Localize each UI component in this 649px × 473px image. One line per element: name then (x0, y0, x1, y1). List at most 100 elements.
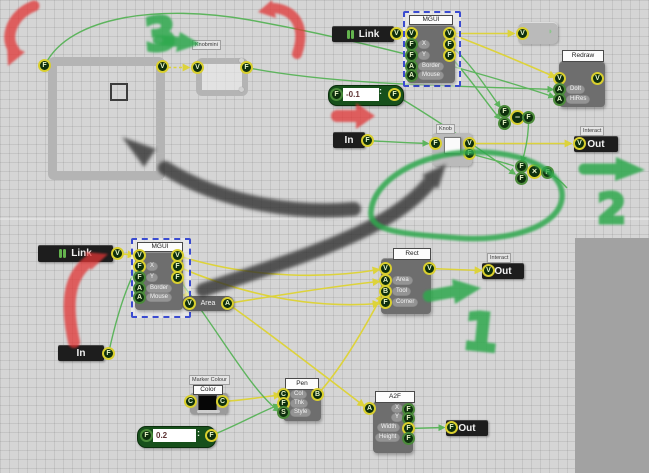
pin-a-out[interactable]: A (221, 297, 234, 310)
redraw-title[interactable]: Redraw (562, 50, 604, 62)
pin-v-in[interactable]: V (482, 264, 495, 277)
pin-f[interactable]: F (38, 59, 51, 72)
pin-f-in[interactable]: F (445, 421, 458, 434)
black-arrow-bottom-head (422, 164, 446, 189)
pin-label-col: Col (290, 390, 308, 399)
in-node[interactable]: In (58, 345, 104, 361)
pin-v-out[interactable]: V (591, 72, 604, 85)
pin-v-out[interactable]: V (111, 247, 124, 260)
pin-label-x: X (391, 404, 404, 413)
pin-label-height: Height (375, 433, 401, 442)
black-arrow-top (158, 161, 361, 218)
color-slider[interactable] (197, 410, 220, 413)
spinner-control[interactable]: : (197, 428, 200, 438)
pin-a-hires[interactable]: A (553, 93, 566, 106)
pin-label-style: Style (290, 408, 312, 417)
wire[interactable] (227, 278, 381, 305)
pin-f-out[interactable]: F (361, 134, 374, 147)
pin-f-in[interactable]: F (429, 137, 442, 150)
multiply-node[interactable]: × (527, 164, 542, 179)
pin-label-x: X (418, 40, 431, 49)
pin-label-thk: Thk (290, 399, 309, 408)
link-icon (346, 29, 355, 39)
color-swatch[interactable] (198, 395, 217, 411)
pin-label-x: X (146, 262, 159, 271)
pin-f-in[interactable]: F (140, 429, 153, 442)
red-arrow-top-left-head (7, 44, 25, 66)
link-node[interactable]: Link (38, 245, 113, 262)
wire[interactable] (520, 117, 530, 164)
wire[interactable] (429, 266, 483, 275)
in-node[interactable]: In (333, 132, 365, 148)
pin-f-out[interactable]: F (443, 49, 456, 62)
rect-title[interactable]: Rect (393, 248, 431, 260)
knob-label: Knob (436, 124, 455, 134)
interact-label: Interact (580, 126, 605, 136)
pin-s-style[interactable]: S (277, 406, 290, 419)
pin-label-width: Width (377, 423, 401, 432)
wire[interactable] (177, 254, 381, 277)
annotation-number-2: 2 (597, 184, 626, 233)
pin-v-out[interactable]: V (423, 262, 436, 275)
link-node[interactable]: Link (332, 26, 394, 42)
pin-f-out[interactable]: F (463, 147, 476, 160)
knob-square[interactable] (444, 137, 461, 154)
pin-label-area: Area (392, 276, 413, 285)
green-arrow-top (153, 35, 185, 47)
pin-v-in[interactable]: V (183, 297, 196, 310)
out-label: Out (494, 265, 512, 277)
color-title[interactable]: Color (193, 385, 223, 395)
pin-f-out[interactable]: F (171, 271, 184, 284)
pin-f-out[interactable]: F (541, 166, 554, 179)
pin-v-in[interactable]: V (516, 27, 529, 40)
mgui-title[interactable]: MGUI (137, 242, 183, 252)
annotation-number-1: 1 (460, 301, 502, 364)
annotation-number-3: 3 (142, 6, 179, 63)
resize-handle[interactable] (239, 87, 244, 92)
red-arc-top-head (258, 0, 276, 18)
pin-label-y: Y (418, 51, 431, 60)
pin-a-mouse[interactable]: A (405, 69, 418, 82)
pin-f[interactable]: F (240, 61, 253, 74)
wire[interactable] (469, 152, 515, 167)
pin-f-in[interactable]: F (330, 88, 343, 101)
green-glyph-icon: ◗ (547, 26, 553, 36)
pin-label-y: Y (146, 273, 159, 282)
pin-label-border: Border (418, 62, 445, 71)
pin-label-mouse: Mouse (418, 71, 445, 80)
pin-v[interactable]: V (191, 61, 204, 74)
red-arc-top (269, 3, 306, 59)
value-field[interactable]: 0.2 (153, 429, 196, 442)
pin-c-out[interactable]: C (216, 395, 229, 408)
knob-square-widget[interactable] (110, 83, 128, 101)
pin-f-out[interactable]: F (102, 347, 115, 360)
a2f-title[interactable]: A2F (375, 391, 415, 403)
green-arrow-right-head (615, 157, 645, 181)
pin-b-out[interactable]: B (311, 388, 324, 401)
link-label: Link (358, 28, 380, 40)
pin-f-corner[interactable]: F (379, 296, 392, 309)
spinner-control[interactable]: : (379, 86, 382, 96)
pin-f-out[interactable]: F (522, 111, 535, 124)
pin-f-out[interactable]: F (388, 88, 401, 101)
wire[interactable] (222, 391, 282, 403)
pin-c-in[interactable]: C (184, 395, 197, 408)
marker-colour-label: Marker Colour (189, 375, 230, 385)
pin-a-in[interactable]: A (363, 402, 376, 415)
pin-a-mouse[interactable]: A (133, 291, 146, 304)
pin-f-out[interactable]: F (205, 429, 218, 442)
pin-v[interactable]: V (156, 60, 169, 73)
pin-f-in[interactable]: F (515, 172, 528, 185)
pin-v-in[interactable]: V (573, 137, 586, 150)
wire[interactable] (367, 139, 430, 147)
pin-label-tool: Tool (392, 287, 412, 296)
gui-panel-frame[interactable] (48, 57, 165, 180)
pin-f-in[interactable]: F (498, 117, 511, 130)
gray-panel (575, 238, 649, 473)
mgui-title[interactable]: MGUI (409, 15, 453, 25)
pin-v-out[interactable]: V (390, 27, 403, 40)
pin-f-height-out[interactable]: F (402, 432, 415, 445)
value-field[interactable]: -0.1 (343, 88, 379, 101)
wire[interactable] (316, 293, 383, 396)
